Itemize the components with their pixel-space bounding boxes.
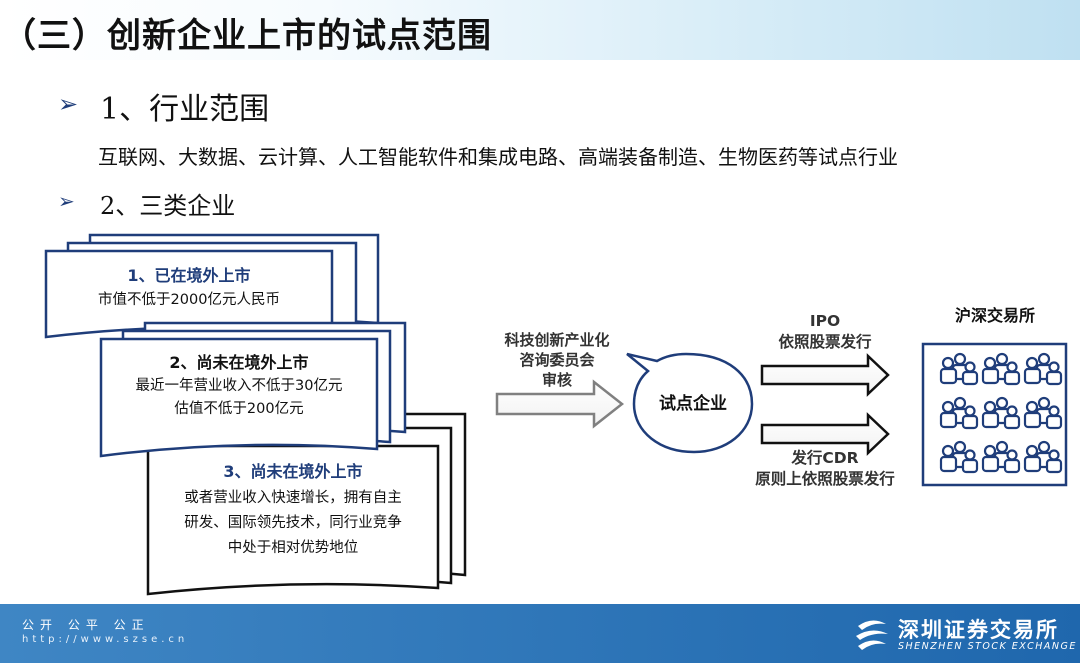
- investor-group-icon: [1023, 440, 1063, 474]
- category-2-title: 2、尚未在境外上市: [169, 353, 309, 372]
- szse-logo-icon: [856, 620, 888, 650]
- footer-url: http://www.szse.cn: [22, 634, 189, 645]
- ipo-label: IPO 依照股票发行: [750, 311, 900, 353]
- footer-slogan: 公开 公平 公正: [22, 618, 150, 632]
- investor-group-icon: [1023, 352, 1063, 386]
- footer-logo-cn: 深圳证券交易所: [898, 618, 1059, 642]
- category-3-line: 或者营业收入快速增长，拥有自主: [184, 490, 402, 506]
- ipo-arrow: [760, 353, 890, 397]
- investor-group-icon: [981, 352, 1021, 386]
- bullet-icon: ➢: [58, 90, 79, 118]
- category-2-line: 估值不低于200亿元: [174, 401, 304, 417]
- category-3-line: 中处于相对优势地位: [227, 540, 359, 556]
- review-label: 科技创新产业化 咨询委员会 审核: [487, 330, 627, 390]
- investor-group-icons: [939, 352, 1063, 474]
- investor-group-icon: [1023, 396, 1063, 430]
- category-1-title: 1、已在境外上市: [127, 266, 251, 285]
- category-2-box: [99, 321, 407, 458]
- review-line: 审核: [541, 371, 572, 389]
- exchange-label: 沪深交易所: [954, 306, 1035, 325]
- section1-body: 互联网、大数据、云计算、人工智能软件和集成电路、高端装备制造、生物医药等试点行业: [98, 145, 898, 169]
- ipo-line: IPO: [809, 312, 841, 330]
- review-line: 咨询委员会: [519, 351, 595, 369]
- ipo-line: 依照股票发行: [778, 333, 872, 351]
- investor-group-icon: [939, 352, 979, 386]
- category-3-box: [146, 412, 467, 596]
- header-bar: [0, 0, 1080, 60]
- category-2-line: 最近一年营业收入不低于30亿元: [135, 378, 343, 394]
- investor-group-icon: [939, 440, 979, 474]
- category-3-line: 研发、国际领先技术，同行业竞争: [184, 515, 402, 531]
- category-3-title: 3、尚未在境外上市: [223, 462, 363, 481]
- cdr-line: 原则上依照股票发行: [755, 470, 895, 488]
- pilot-company-bubble: [626, 352, 754, 454]
- page-title: （三）创新企业上市的试点范围: [2, 16, 492, 56]
- cdr-arrow: [760, 412, 890, 456]
- section2-heading: 2、三类企业: [100, 192, 236, 220]
- investor-group-icon: [981, 396, 1021, 430]
- category-1-text: 1、已在境外上市 市值不低于2000亿元人民币: [46, 262, 332, 312]
- footer-bar: [0, 604, 1080, 663]
- cdr-line: 发行CDR: [791, 449, 859, 467]
- pilot-company-label: 试点企业: [659, 394, 727, 414]
- investor-group-icon: [939, 396, 979, 430]
- section1-heading: 1、行业范围: [100, 92, 270, 127]
- category-1-line: 市值不低于2000亿元人民币: [98, 292, 280, 308]
- footer-logo-en: SHENZHEN STOCK EXCHANGE: [898, 641, 1077, 652]
- investor-group-icon: [981, 440, 1021, 474]
- category-2-text: 2、尚未在境外上市 最近一年营业收入不低于30亿元 估值不低于200亿元: [101, 349, 377, 421]
- bullet-icon: ➢: [58, 189, 75, 213]
- category-3-text: 3、尚未在境外上市 或者营业收入快速增长，拥有自主 研发、国际领先技术，同行业竞…: [148, 458, 438, 561]
- cdr-label: 发行CDR 原则上依照股票发行: [730, 448, 920, 490]
- review-line: 科技创新产业化: [504, 331, 610, 349]
- review-arrow: [495, 379, 625, 429]
